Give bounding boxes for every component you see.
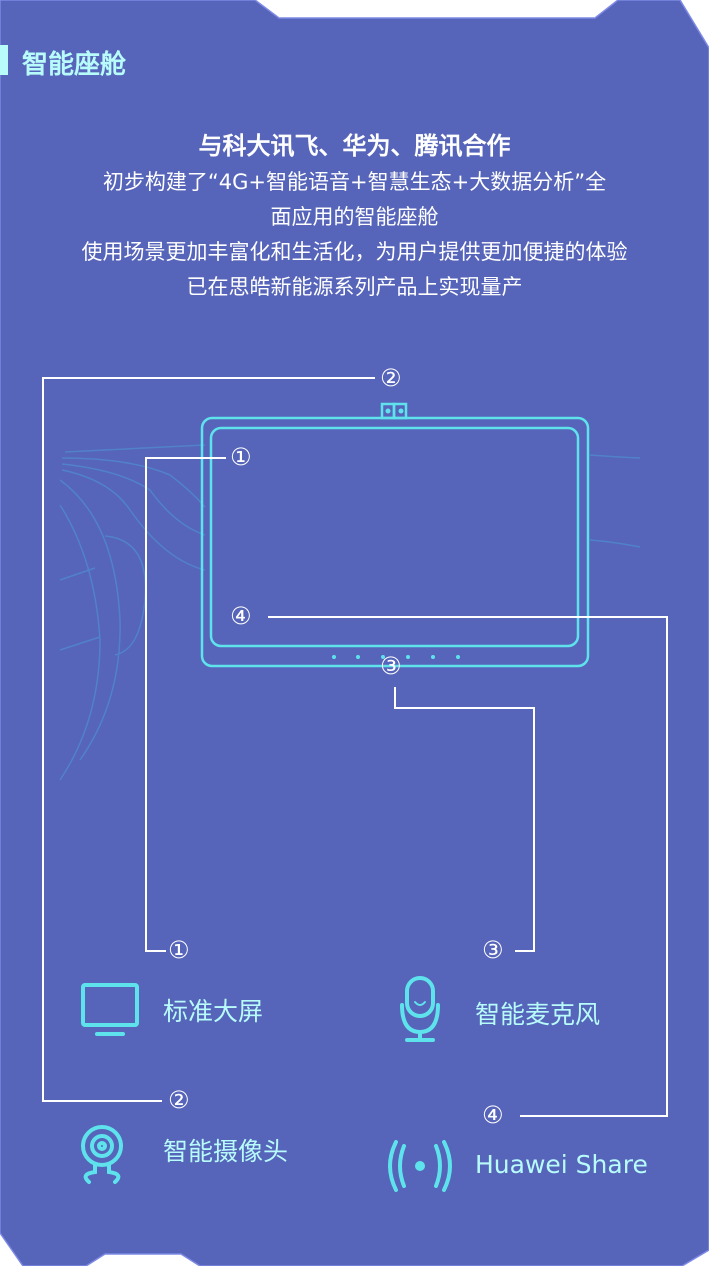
marker-3: ③ xyxy=(380,652,402,680)
feature-number: ④ xyxy=(482,1101,504,1129)
webcam-icon xyxy=(81,1125,123,1184)
feature-label: Huawei Share xyxy=(475,1150,648,1179)
section-title: 智能座舱 xyxy=(22,50,127,80)
feature-number: ① xyxy=(168,936,190,964)
marker-1: ① xyxy=(230,443,252,471)
intro-line: 已在思皓新能源系列产品上实现量产 xyxy=(186,275,523,299)
marker-2: ② xyxy=(380,364,402,392)
monitor-icon xyxy=(81,983,139,1036)
leader-lines xyxy=(42,377,668,1117)
feature-number: ② xyxy=(168,1086,190,1114)
intro-line: 使用场景更加丰富化和生活化，为用户提供更加便捷的体验 xyxy=(81,240,628,264)
broadcast-icon xyxy=(388,1140,452,1192)
screen-dots xyxy=(332,408,460,659)
dashboard-sketch xyxy=(59,444,641,781)
feature-label: 智能麦克风 xyxy=(475,1000,601,1029)
marker-4: ④ xyxy=(230,602,252,630)
intro-line: 面应用的智能座舱 xyxy=(270,205,439,229)
feature-number: ③ xyxy=(482,936,504,964)
car-screen xyxy=(200,402,590,668)
feature-label: 智能摄像头 xyxy=(163,1137,289,1166)
section-title-accent xyxy=(0,45,8,75)
microphone-icon xyxy=(400,976,440,1042)
intro-line: 初步构建了“4G+智能语音+智慧生态+大数据分析”全 xyxy=(102,170,607,194)
intro-headline: 与科大讯飞、华为、腾讯合作 xyxy=(198,132,511,160)
feature-label: 标准大屏 xyxy=(163,997,264,1026)
